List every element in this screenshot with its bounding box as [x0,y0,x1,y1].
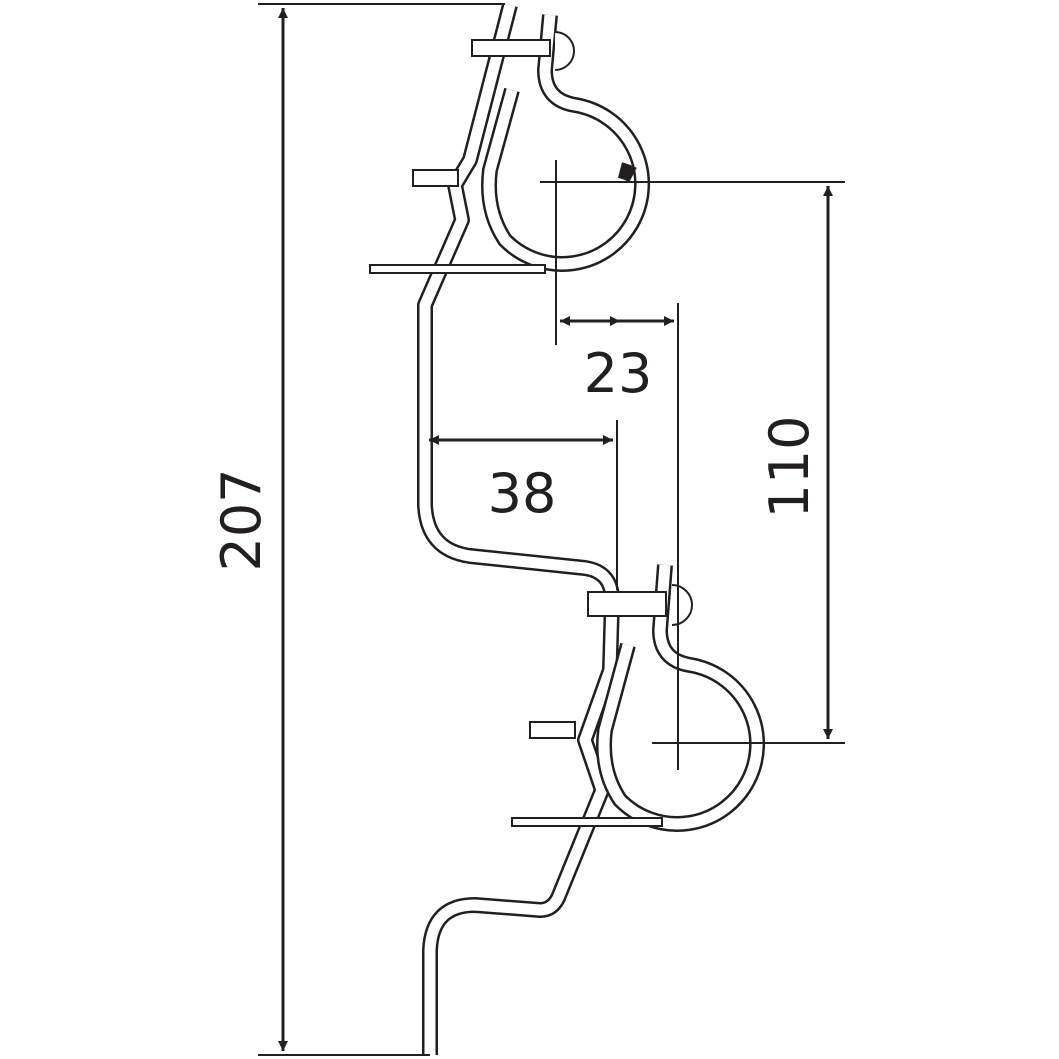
mounting-bracket [417,3,620,1055]
pipe-clamp-top [369,14,651,274]
dimension-23: 23 [555,160,679,770]
dimension-110: 110 [540,181,845,744]
pipe-clamp-bottom [511,564,766,832]
dimension-label-207: 207 [210,468,273,571]
dimension-label-23: 23 [584,342,653,405]
dimension-label-38: 38 [488,462,557,525]
dimension-label-110: 110 [758,415,821,518]
dimension-38: 38 [429,420,618,590]
dimension-207: 207 [210,3,505,1056]
